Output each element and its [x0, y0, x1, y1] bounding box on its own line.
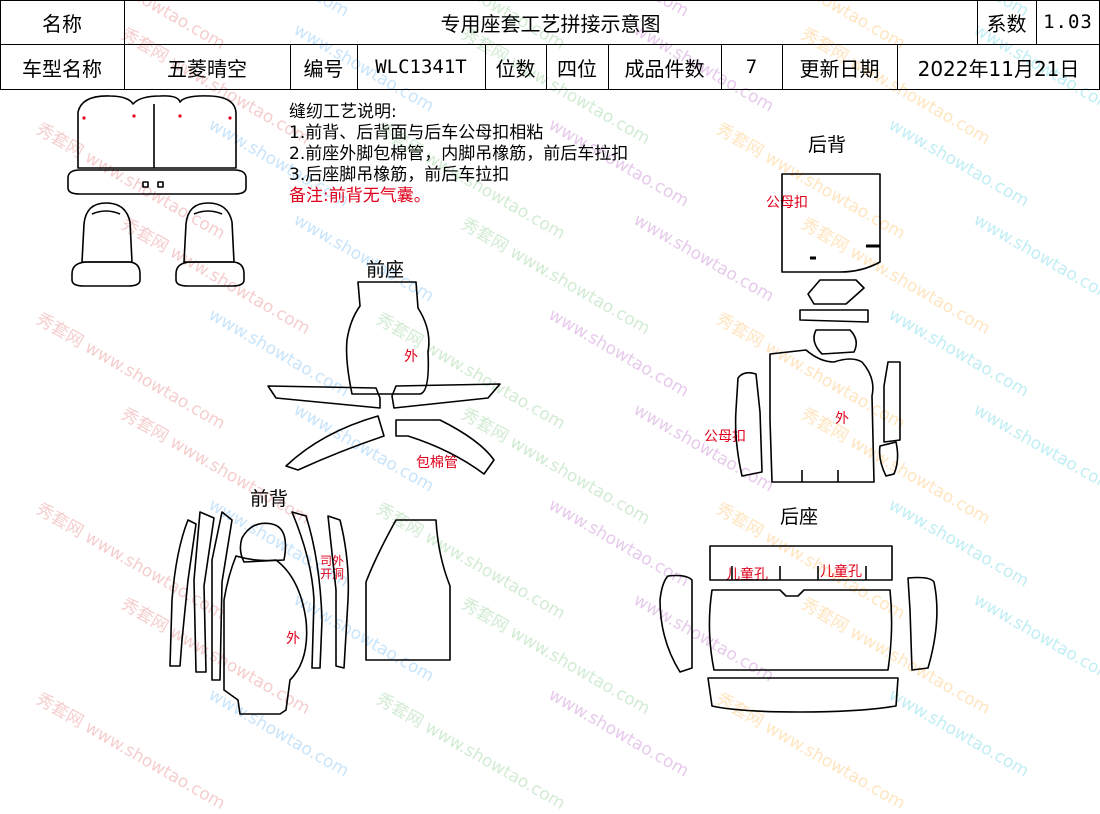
notes-line-2: 2.前座外脚包棉管，内脚吊橡筋，前后车拉扣 — [289, 144, 629, 164]
sewing-notes: 缝纫工艺说明: 1.前背、后背面与后车公母扣相粘 2.前座外脚包棉管，内脚吊橡筋… — [289, 102, 628, 207]
header-divider — [977, 0, 978, 45]
header-divider — [485, 44, 486, 90]
mark-child-hole-right: 儿童孔 — [820, 564, 862, 580]
section-label-rear-seat: 后座 — [780, 506, 819, 528]
header-divider — [1036, 0, 1037, 45]
thumbnail-front-seat-left — [71, 202, 141, 287]
notes-line-3: 3.后座脚吊橡筋，前后车拉扣 — [289, 165, 510, 185]
header-row-divider — [0, 44, 1100, 45]
header-divider — [124, 44, 125, 90]
pieces-label: 成品件数 — [624, 56, 705, 81]
section-label-front-back: 前背 — [250, 488, 289, 510]
mark-snap-top: 公母扣 — [766, 195, 808, 211]
thumbnail-rear-bench — [67, 95, 247, 195]
mark-driver-outer-line2: 开洞 — [320, 567, 345, 581]
coef-value: 1.03 — [1043, 11, 1093, 33]
thumbnail-red-marks — [82, 114, 232, 120]
header-table: 名称 专用座套工艺拼接示意图 系数 1.03 车型名称 五菱晴空 编号 WLC1… — [0, 0, 1100, 90]
code-value: WLC1341T — [375, 56, 467, 78]
notes-remark: 备注:前背无气囊。 — [289, 186, 431, 206]
header-divider — [897, 44, 898, 90]
mark-outer-rear-back: 外 — [835, 411, 849, 427]
mark-driver-outer-line1: 司外 — [320, 554, 345, 568]
code-label: 编号 — [303, 56, 344, 81]
notes-heading: 缝纫工艺说明: — [289, 102, 397, 122]
section-label-rear-back: 后背 — [808, 134, 847, 156]
header-divider — [782, 44, 783, 90]
rear-back-pieces — [734, 173, 901, 483]
header-border-top — [0, 0, 1100, 1]
model-value: 五菱晴空 — [167, 56, 247, 81]
update-value: 2022年11月21日 — [917, 56, 1080, 81]
front-seat-pieces — [267, 281, 501, 475]
mark-foam-tube: 包棉管 — [416, 455, 458, 471]
header-border-left — [0, 0, 1, 90]
mark-outer-front-back: 外 — [286, 631, 300, 647]
rear-seat-pieces — [659, 545, 938, 713]
front-back-pieces — [169, 511, 451, 715]
page-title: 专用座套工艺拼接示意图 — [440, 11, 661, 36]
header-divider — [721, 44, 722, 90]
pieces-value: 7 — [745, 56, 758, 78]
header-divider — [357, 44, 358, 90]
header-divider — [124, 0, 125, 45]
name-label: 名称 — [42, 11, 82, 36]
section-label-front-seat: 前座 — [366, 259, 405, 281]
thumbnail-front-seat-right — [175, 202, 245, 287]
mark-child-hole-left: 儿童孔 — [726, 567, 768, 583]
pattern-drawing — [67, 95, 938, 715]
notes-line-1: 1.前背、后背面与后车公母扣相粘 — [289, 123, 544, 143]
header-divider — [290, 44, 291, 90]
mark-driver-outer: 司外 开洞 — [320, 555, 344, 581]
mark-outer-front-seat: 外 — [404, 349, 418, 365]
model-label: 车型名称 — [22, 56, 102, 81]
header-divider — [608, 44, 609, 90]
header-divider — [546, 44, 547, 90]
position-label: 位数 — [495, 56, 536, 81]
position-value: 四位 — [557, 56, 597, 81]
coef-label: 系数 — [986, 11, 1027, 36]
update-label: 更新日期 — [799, 56, 880, 81]
header-border-bottom — [0, 89, 1100, 90]
